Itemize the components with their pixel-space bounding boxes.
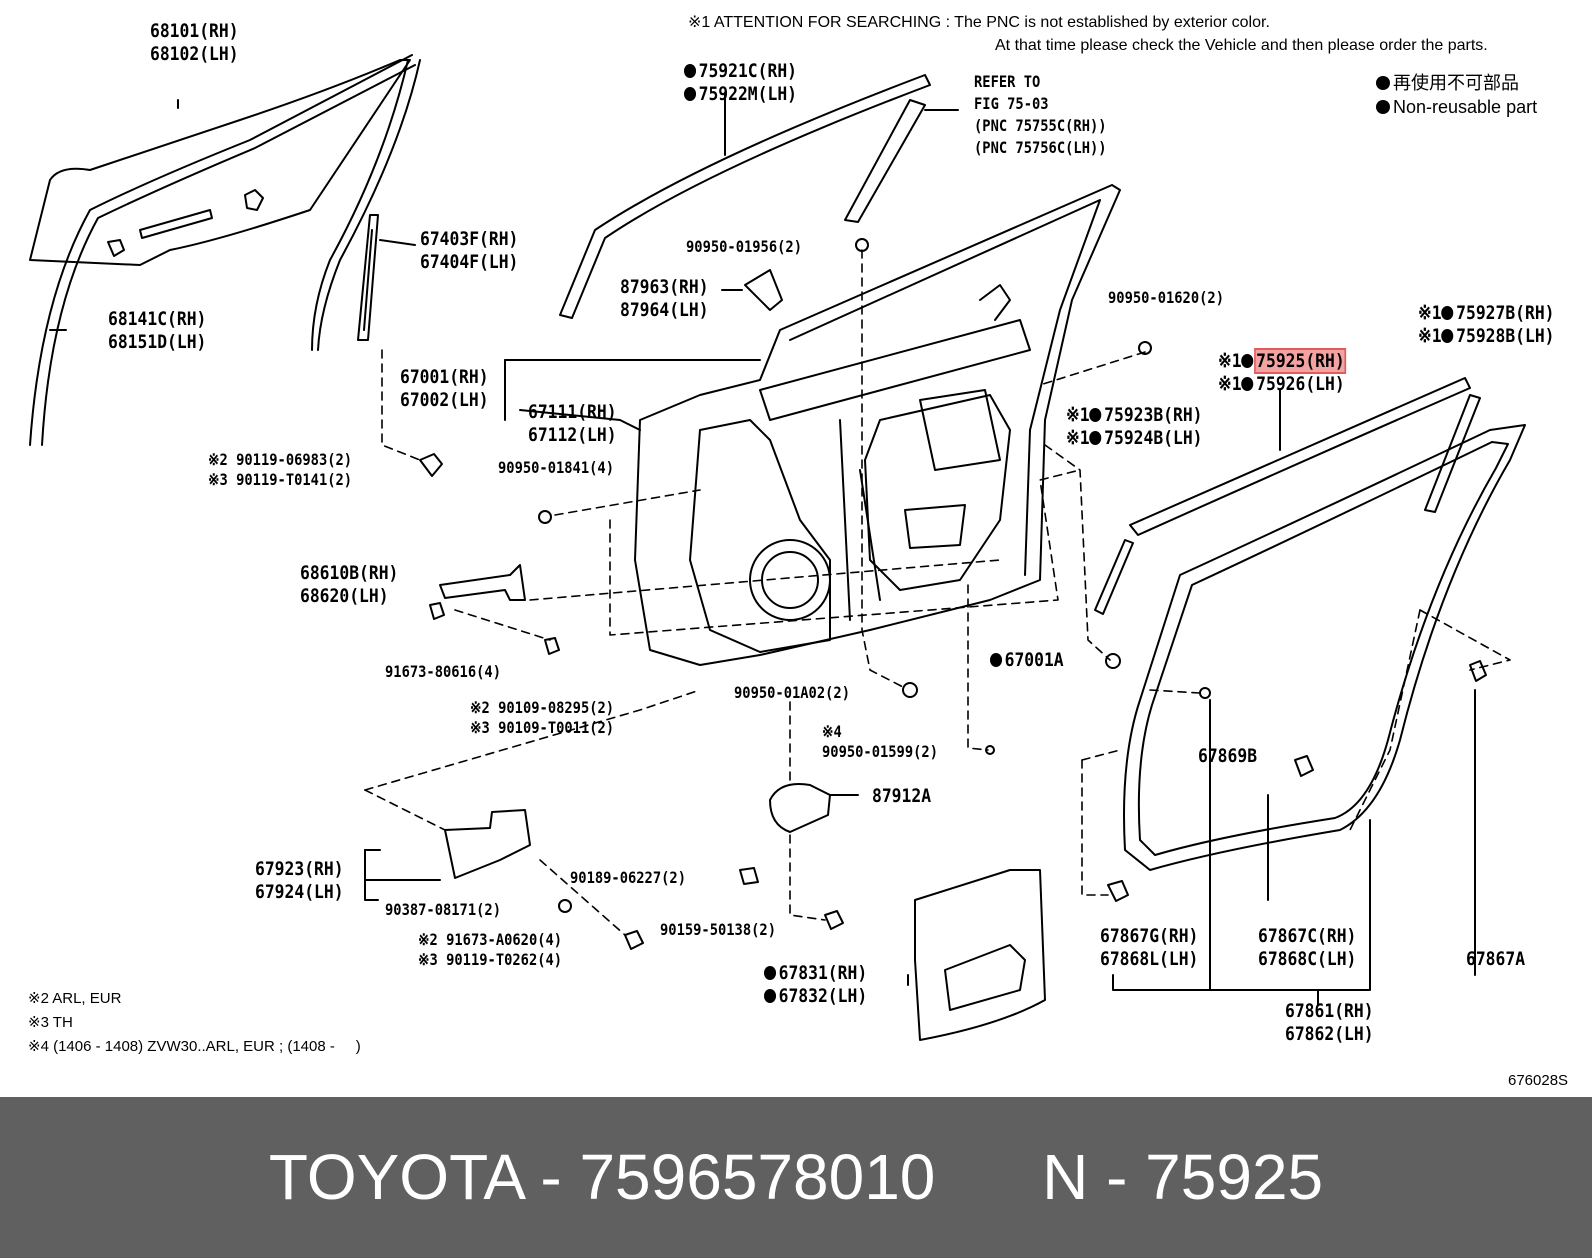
part-label: ※4 [822,722,842,741]
part-label: ※2 90109-08295(2) [470,698,615,717]
bullet-icon [1241,354,1254,368]
footnote: ※2 ARL, EUR [28,990,122,1007]
part-label: ※2 91673-A0620(4) [418,930,563,949]
part-label: 68620(LH) [300,585,389,607]
bullet-icon [1089,408,1102,422]
part-label: 90950-01599(2) [822,742,938,761]
part-label: 90950-01956(2) [686,237,802,256]
part-label: 90189-06227(2) [570,868,686,887]
bullet-icon [684,64,697,78]
bullet-icon [1241,377,1254,391]
part-label: 67862(LH) [1285,1023,1374,1045]
bullet-icon [1441,306,1454,320]
bullet-icon [684,87,697,101]
part-label: 67867G(RH) [1100,925,1199,947]
part-label: 67867C(RH) [1258,925,1357,947]
part-label: 67923(RH) [255,858,344,880]
part-label: 67831(RH) [764,962,867,984]
footnote: ※4 (1406 - 1408) ZVW30..ARL, EUR ; (1408… [28,1038,361,1055]
part-label: 67111(RH) [528,401,617,423]
bullet-icon [1376,100,1390,114]
footnote: ※3 TH [28,1014,73,1031]
part-label: 90159-50138(2) [660,920,776,939]
legend-en: Non-reusable part [1376,96,1537,118]
part-label: 67403F(RH) [420,228,519,250]
part-label: 67002(LH) [400,389,489,411]
inside-handle [769,783,831,833]
door-weatherstrip [1123,424,1526,871]
part-number-caption: TOYOTA - 7596578010 N - 75925 [268,1141,1324,1213]
parts-diagram: ※1 ATTENTION FOR SEARCHING : The PNC is … [28,14,1569,1089]
part-label: 67867A [1466,948,1526,970]
legend-jp: 再使用不可部品 [1376,72,1519,94]
part-label: 75921C(RH) [684,60,797,82]
door-check [439,564,526,601]
service-hole-cover [444,809,531,879]
part-label: 87964(LH) [620,299,709,321]
part-label: 67832(LH) [764,985,867,1007]
belt-moulding-inner [1129,377,1471,536]
part-label: 68610B(RH) [300,562,399,584]
part-label: 67868C(LH) [1258,948,1357,970]
part-label: 75922M(LH) [684,83,797,105]
footer-bar: TOYOTA - 7596578010 N - 75925 [0,1097,1592,1258]
part-label: 67001A [990,649,1064,671]
part-label: 67869B [1198,745,1258,767]
bullet-icon [1089,431,1102,445]
refer-line-1: REFER TO [974,72,1041,91]
mirror-bracket [744,269,783,311]
part-label: 90950-01841(4) [498,458,614,477]
refer-line-4: (PNC 75756C(LH)) [974,138,1107,157]
part-label: 87963(RH) [620,276,709,298]
part-label: 67924(LH) [255,881,344,903]
part-label: 67112(LH) [528,424,617,446]
part-label: 68141C(RH) [108,308,207,330]
part-label: 90950-01A02(2) [734,683,850,702]
part-label: ※3 90109-T0011(2) [470,718,615,737]
part-label: 87912A [872,785,932,807]
part-label: 67404F(LH) [420,251,519,273]
bullet-icon [1441,329,1454,343]
part-label: 91673-80616(4) [385,662,501,681]
part-label: 68151D(LH) [108,331,207,353]
run-channel [29,54,413,446]
bullet-icon [990,653,1003,667]
figure-code: 676028S [1508,1072,1569,1089]
inside-cover [914,869,1046,1041]
part-label: 90387-08171(2) [385,900,501,919]
part-label: ※2 90119-06983(2) [208,450,353,469]
part-label: 67868L(LH) [1100,948,1199,970]
part-label: ※3 90119-T0262(4) [418,950,563,969]
belt-moulding-outer [559,74,931,319]
bullet-icon [1376,76,1390,90]
part-label: 90950-01620(2) [1108,288,1224,307]
part-label: 68101(RH) [150,20,239,42]
part-label: 67861(RH) [1285,1000,1374,1022]
part-label: 68102(LH) [150,43,239,65]
diagram-drawing [29,54,1526,1041]
division-bar [357,214,379,341]
part-label: 67001(RH) [400,366,489,388]
bullet-icon [764,966,777,980]
part-label: ※3 90119-T0141(2) [208,470,353,489]
refer-line-2: FIG 75-03 [974,94,1049,113]
attention-line-1: ※1 ATTENTION FOR SEARCHING : The PNC is … [688,14,1270,31]
attention-line-2: At that time please check the Vehicle an… [995,37,1488,54]
refer-line-3: (PNC 75755C(RH)) [974,116,1107,135]
door-glass [29,59,411,266]
bullet-icon [764,989,777,1003]
